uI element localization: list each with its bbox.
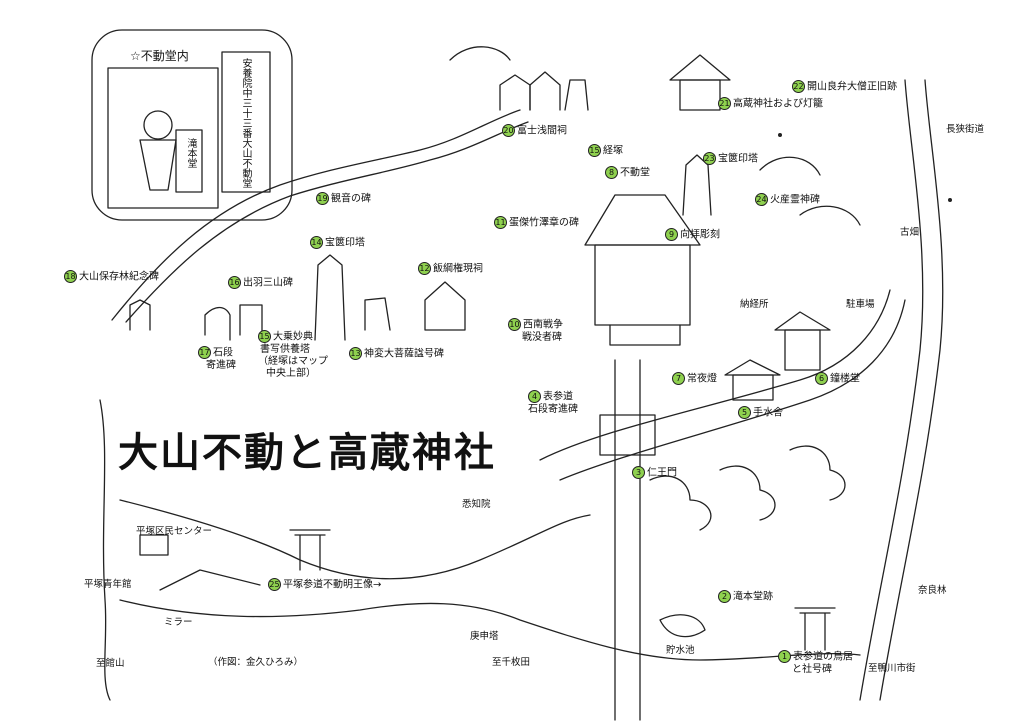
inset-statue-body	[139, 139, 177, 191]
nio-gate	[599, 414, 656, 456]
label-mirror: ミラー	[164, 617, 193, 628]
label-parking: 駐車場	[846, 299, 875, 310]
label-to-tateyama: 至館山	[96, 658, 125, 669]
label-nokyo: 納経所	[740, 299, 769, 310]
inset-frame	[91, 29, 293, 221]
takakura-roof	[669, 54, 731, 81]
label-reservoir: 貯水池	[666, 645, 695, 656]
torii-icon	[794, 607, 836, 651]
credit: （作図：金久ひろみ）	[208, 657, 304, 668]
label-to-kamogawa: 至鴨川市街	[868, 663, 916, 674]
inset-plaque	[175, 129, 203, 193]
label-komura: 古畑	[900, 227, 920, 238]
map-title: 大山不動と高蔵神社	[118, 429, 496, 476]
takakura-hall	[679, 79, 721, 111]
bell-tower-roof	[774, 311, 831, 331]
label-narabayashi: 奈良林	[918, 585, 947, 596]
inset-scroll-text: 安養院中三十三番大山不動堂	[240, 58, 251, 188]
label-hoshiin: 悉知院	[462, 499, 491, 510]
fudo-do-hall	[594, 244, 691, 326]
label-to-chikura: 至千枚田	[492, 657, 531, 668]
label-hiratsuka-youth: 平塚青年館	[84, 579, 132, 590]
label-nagasaka: 長狭街道	[946, 124, 985, 135]
pagoda-left	[314, 254, 346, 341]
inset-plaque-text: 滝本堂	[185, 138, 196, 168]
inset-title: ☆不動堂内	[130, 49, 189, 63]
inset-scroll	[221, 51, 271, 193]
inset-shrine-frame	[107, 67, 219, 209]
label-koshinto: 庚申塔	[470, 631, 499, 642]
upper-road	[111, 109, 521, 321]
pagoda-right	[682, 154, 712, 216]
inset-statue-head	[143, 110, 173, 140]
label-hiratsuka-center: 平塚区民センター	[136, 526, 213, 537]
